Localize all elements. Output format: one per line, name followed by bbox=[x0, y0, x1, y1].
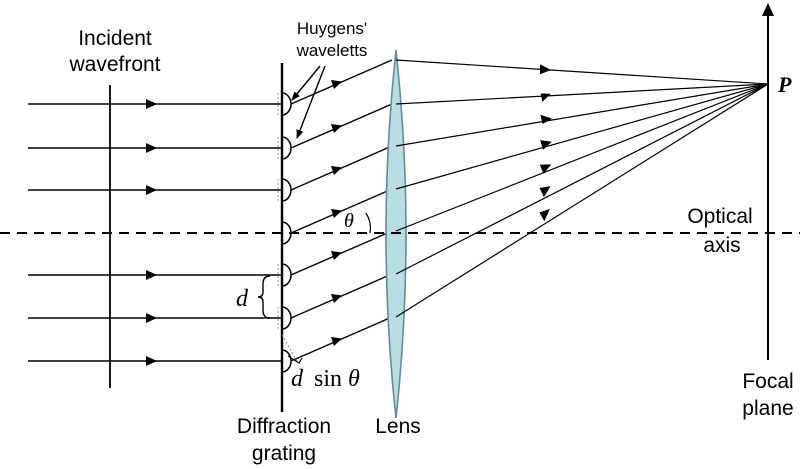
converging-ray bbox=[395, 83, 769, 318]
lens-label: Lens bbox=[375, 415, 421, 438]
arrowhead bbox=[146, 313, 157, 323]
diffracted-ray bbox=[290, 273, 393, 319]
huygens-pointer-arrow bbox=[291, 65, 321, 101]
converging-ray bbox=[395, 59, 769, 85]
path-difference-line bbox=[281, 334, 298, 362]
converging-ray bbox=[395, 83, 769, 232]
diffracted-ray bbox=[290, 188, 393, 234]
grating-label-line1: Diffraction bbox=[237, 415, 331, 438]
optical-axis-label-line1: Optical bbox=[687, 205, 752, 228]
wavelet bbox=[281, 349, 292, 373]
wavelet bbox=[281, 92, 292, 116]
diffracted-rays bbox=[290, 59, 393, 362]
arrowhead bbox=[146, 270, 157, 280]
incident-wavefront-label-line1: Incident bbox=[78, 27, 152, 50]
theta-label: θ bbox=[344, 210, 354, 232]
d-brace bbox=[257, 275, 271, 319]
d-sin-theta-sin: sin bbox=[314, 366, 342, 392]
converging-ray bbox=[395, 83, 769, 190]
d-sin-theta-d: d bbox=[291, 366, 304, 392]
wavelet bbox=[281, 306, 292, 330]
wavelet bbox=[281, 136, 292, 160]
d-sin-theta-theta: θ bbox=[348, 366, 360, 392]
huygens-pointer-arrow bbox=[296, 65, 326, 139]
wavelet bbox=[281, 263, 292, 287]
converging-arrowheads bbox=[539, 64, 553, 222]
incident-arrowheads bbox=[146, 99, 157, 366]
focal-plane-label-line1: Focal bbox=[742, 370, 793, 393]
converging-rays bbox=[395, 59, 769, 318]
huygens-label-line2: waveletts bbox=[296, 41, 368, 60]
d-sin-theta-label: d sin θ bbox=[291, 366, 360, 392]
optical-axis-label-line2: axis bbox=[703, 234, 740, 257]
incident-wavefront-label-line2: wavefront bbox=[68, 53, 160, 76]
diffracted-ray bbox=[290, 59, 393, 105]
arrowhead bbox=[146, 99, 157, 109]
theta-arc bbox=[365, 212, 372, 234]
converging-ray bbox=[395, 83, 769, 147]
converging-ray bbox=[395, 83, 769, 275]
focal-plane-label-line2: plane bbox=[742, 397, 793, 420]
diffracted-ray bbox=[290, 145, 393, 191]
converging-ray bbox=[395, 83, 769, 105]
arrowhead bbox=[146, 185, 157, 195]
arrowhead bbox=[146, 143, 157, 153]
d-label: d bbox=[236, 286, 249, 312]
diffracted-ray bbox=[290, 230, 393, 276]
diffracted-ray bbox=[290, 316, 393, 362]
arrowhead bbox=[146, 356, 157, 366]
focal-plane-arrowhead bbox=[762, 3, 774, 16]
grating-label-line2: grating bbox=[252, 442, 316, 465]
point-p-label: P bbox=[777, 72, 792, 97]
diffracted-arrowheads bbox=[331, 80, 342, 346]
wavelet bbox=[281, 178, 292, 202]
huygens-label-line1: Huygens' bbox=[297, 19, 367, 38]
diffracted-ray bbox=[290, 103, 393, 149]
path-difference-bracket bbox=[287, 355, 303, 364]
